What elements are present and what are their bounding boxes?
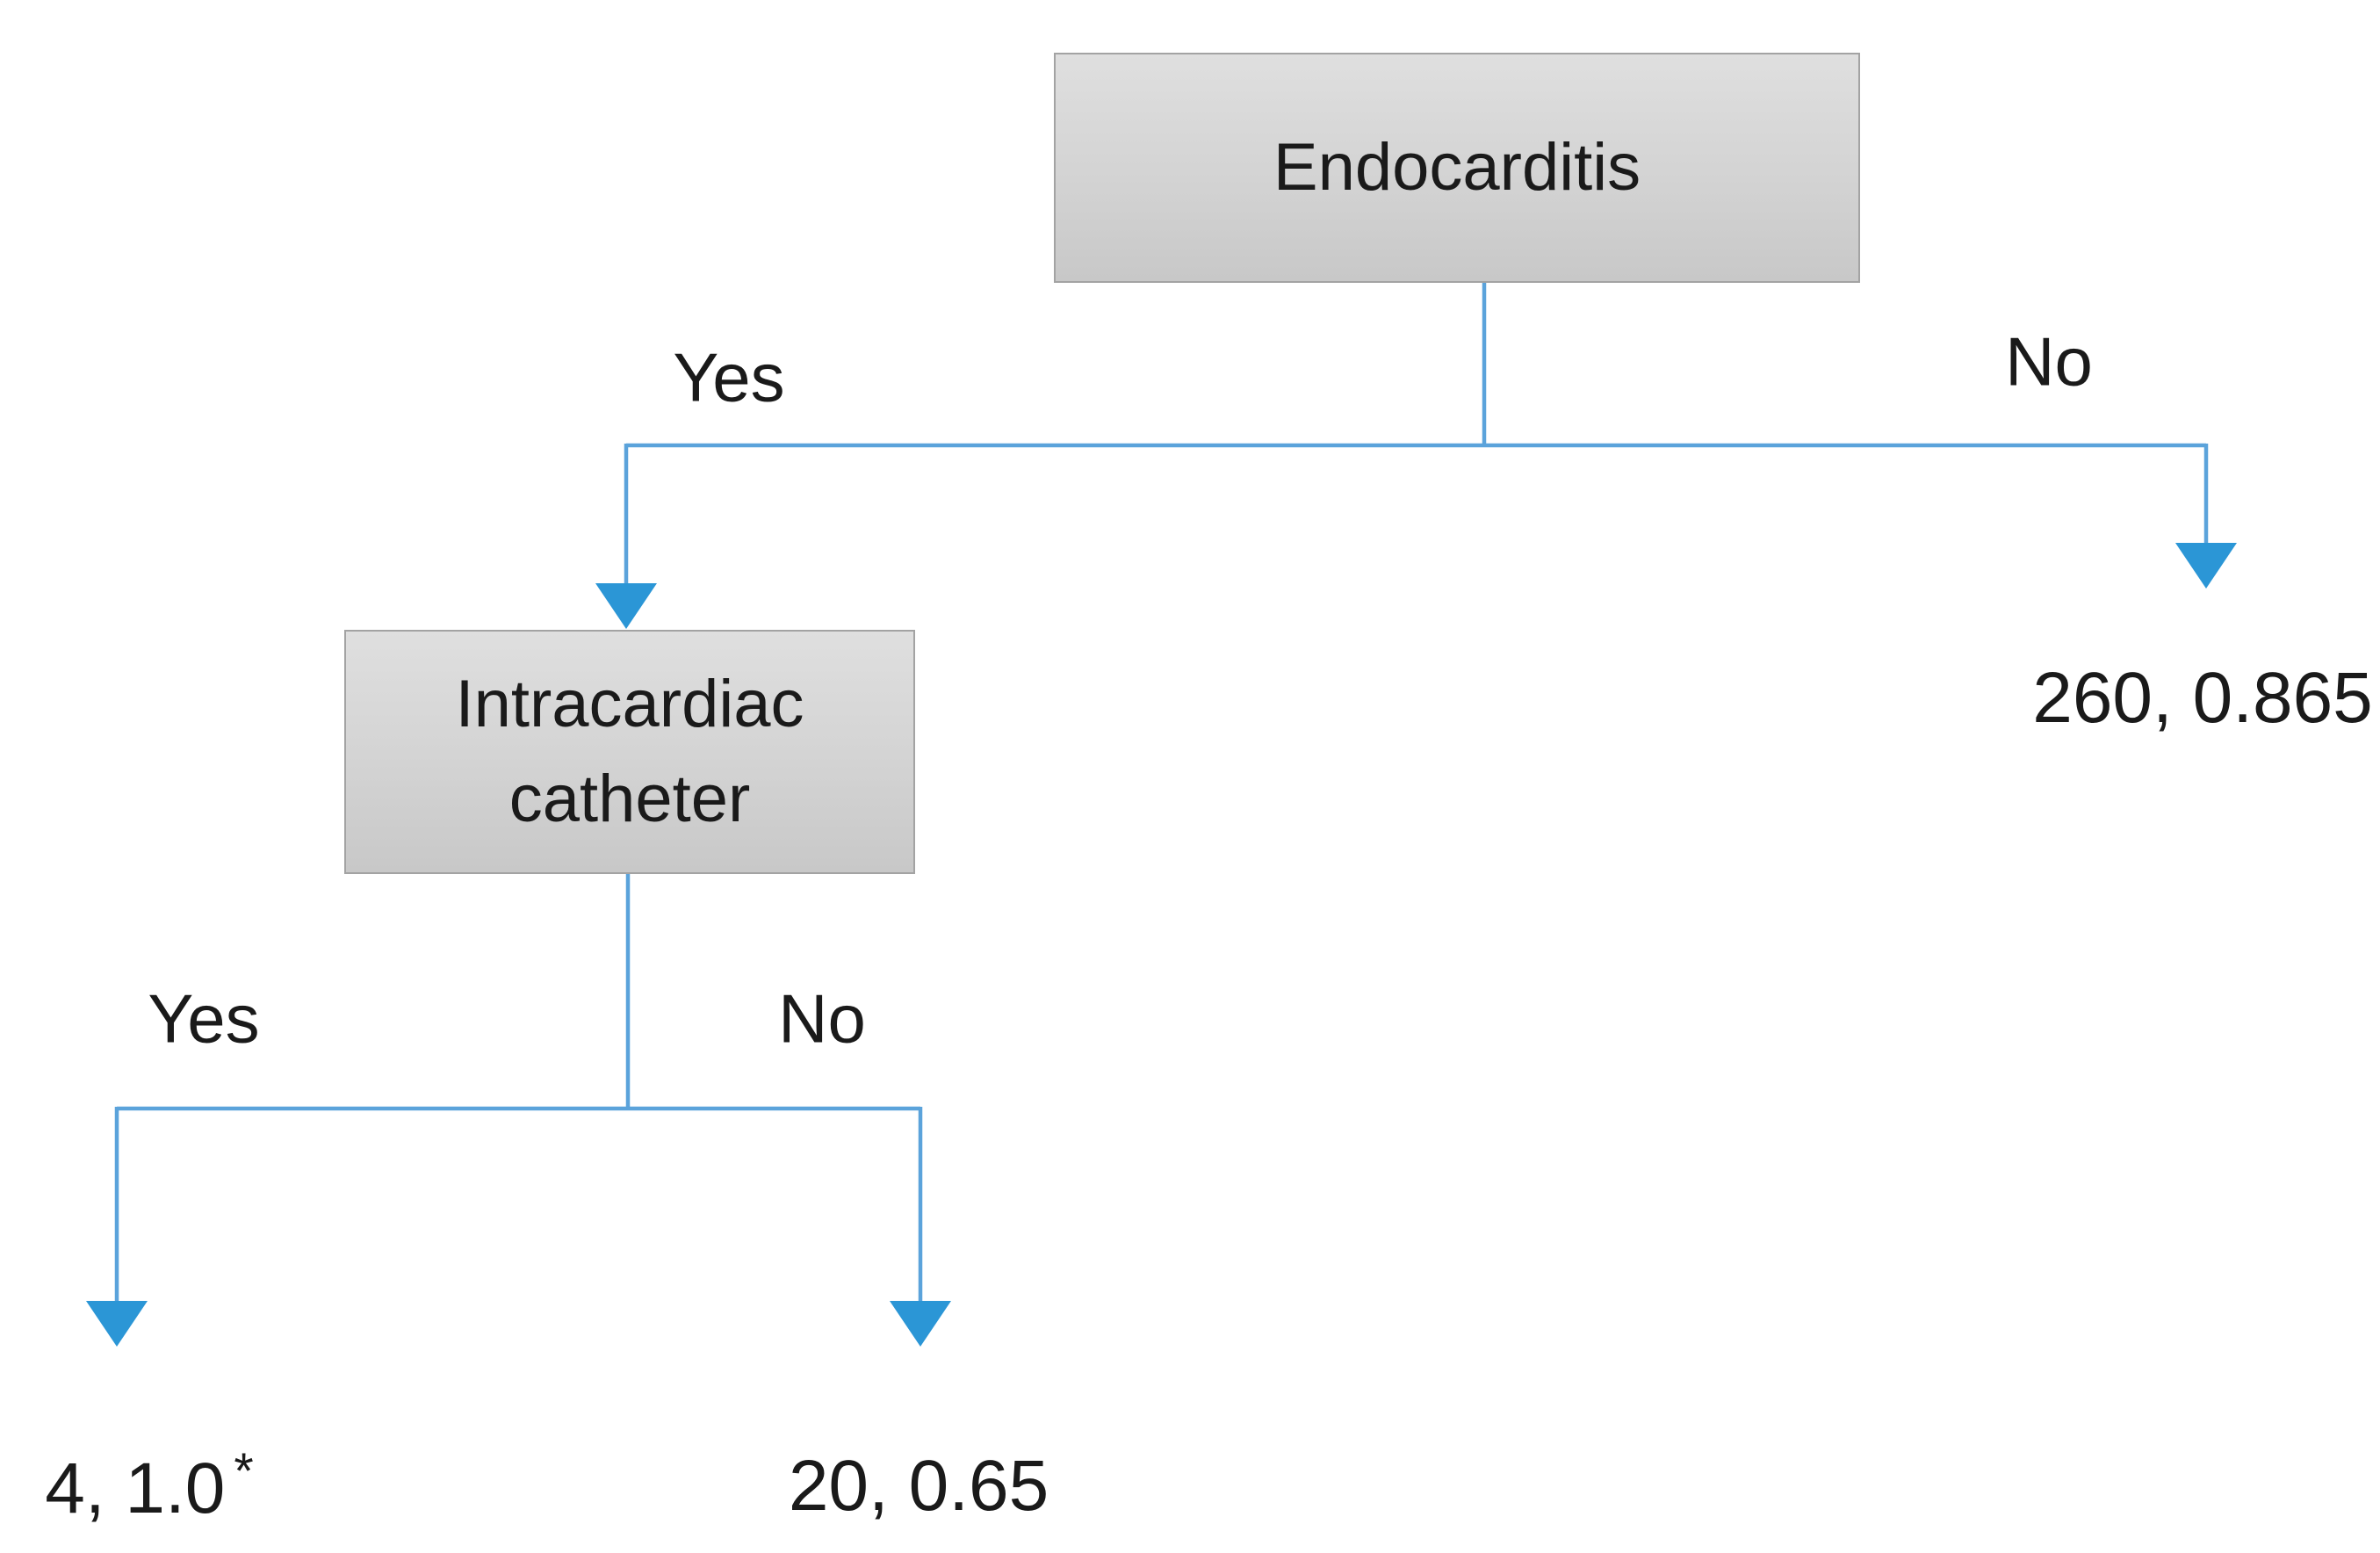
leaf-value-catheter-yes: 4, 1.0* (45, 1442, 254, 1530)
arrowhead-down-icon (2175, 543, 2237, 589)
branch-label-catheter-no: No (778, 979, 866, 1058)
leaf-value-root-no: 260, 0.865 (2032, 657, 2373, 740)
leaf-value: 4, 1.0 (45, 1448, 226, 1529)
decision-node-intracardiac-catheter: Intracardiac catheter (344, 630, 915, 874)
leaf-asterisk-marker: * (234, 1442, 254, 1499)
arrowhead-down-icon (890, 1301, 951, 1347)
decision-node-label: Intracardiac catheter (455, 667, 804, 836)
decision-node-label: Endocarditis (1273, 130, 1641, 206)
arrowhead-down-icon (595, 583, 657, 629)
arrowhead-down-icon (86, 1301, 148, 1347)
branch-label-catheter-yes: Yes (148, 979, 260, 1058)
leaf-value: 260, 0.865 (2032, 658, 2373, 738)
leaf-value: 20, 0.65 (788, 1446, 1049, 1526)
decision-node-endocarditis: Endocarditis (1054, 53, 1860, 283)
branch-label-root-yes: Yes (673, 338, 785, 416)
branch-label-root-no: No (2005, 322, 2093, 401)
leaf-value-catheter-no: 20, 0.65 (789, 1445, 1049, 1528)
